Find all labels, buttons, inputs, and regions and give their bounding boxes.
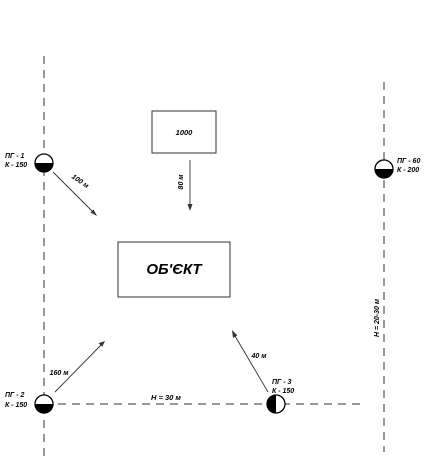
hydrant-pg2-id: ПГ - 2 bbox=[5, 392, 25, 399]
hydrant-pg60: ПГ - 60 К - 200 bbox=[374, 158, 420, 179]
object-label: ОБ'ЄКТ bbox=[146, 261, 203, 278]
hydrant-pg1-icon bbox=[34, 153, 54, 173]
hydrant-pg3: ПГ - 3 К - 150 bbox=[266, 379, 294, 414]
hydrant-pg2: ПГ - 2 К - 150 bbox=[5, 392, 54, 414]
pg3-to-object-arrow bbox=[232, 330, 269, 393]
hydrant-pg3-icon bbox=[266, 394, 286, 414]
hydrant-pg1-id: ПГ - 1 bbox=[5, 153, 25, 160]
right-pipe-depth-label: Н = 20-30 м bbox=[374, 298, 381, 337]
hydrant-pg60-k: К - 200 bbox=[397, 167, 419, 174]
hydrant-pg3-id: ПГ - 3 bbox=[272, 379, 292, 386]
hydrant-pg2-k: К - 150 bbox=[5, 402, 27, 409]
hydrant-pg1-k: К - 150 bbox=[5, 162, 27, 169]
hydrant-pg60-icon bbox=[374, 159, 394, 179]
hydrant-pg60-id: ПГ - 60 bbox=[397, 158, 420, 165]
hydrant-pg1: ПГ - 1 К - 150 bbox=[5, 153, 54, 173]
reservoir-distance-label: 80 м bbox=[178, 174, 185, 190]
pg3-distance-label: 40 м bbox=[251, 353, 268, 360]
bottom-pipe-depth-label: Н = 30 м bbox=[151, 393, 181, 402]
pg2-to-object-arrow bbox=[54, 341, 105, 393]
pg2-distance-label: 160 м bbox=[50, 370, 70, 377]
hydrant-pg2-icon bbox=[34, 394, 54, 414]
hydrant-pg3-k: К - 150 bbox=[272, 388, 294, 395]
reservoir-to-object-arrow bbox=[187, 160, 193, 211]
pg1-distance-label: 100 м bbox=[70, 174, 90, 191]
reservoir: 1000 bbox=[151, 110, 217, 154]
object-building: ОБ'ЄКТ bbox=[117, 241, 231, 298]
reservoir-label: 1000 bbox=[176, 128, 194, 137]
pg1-to-object-arrow bbox=[52, 171, 97, 216]
